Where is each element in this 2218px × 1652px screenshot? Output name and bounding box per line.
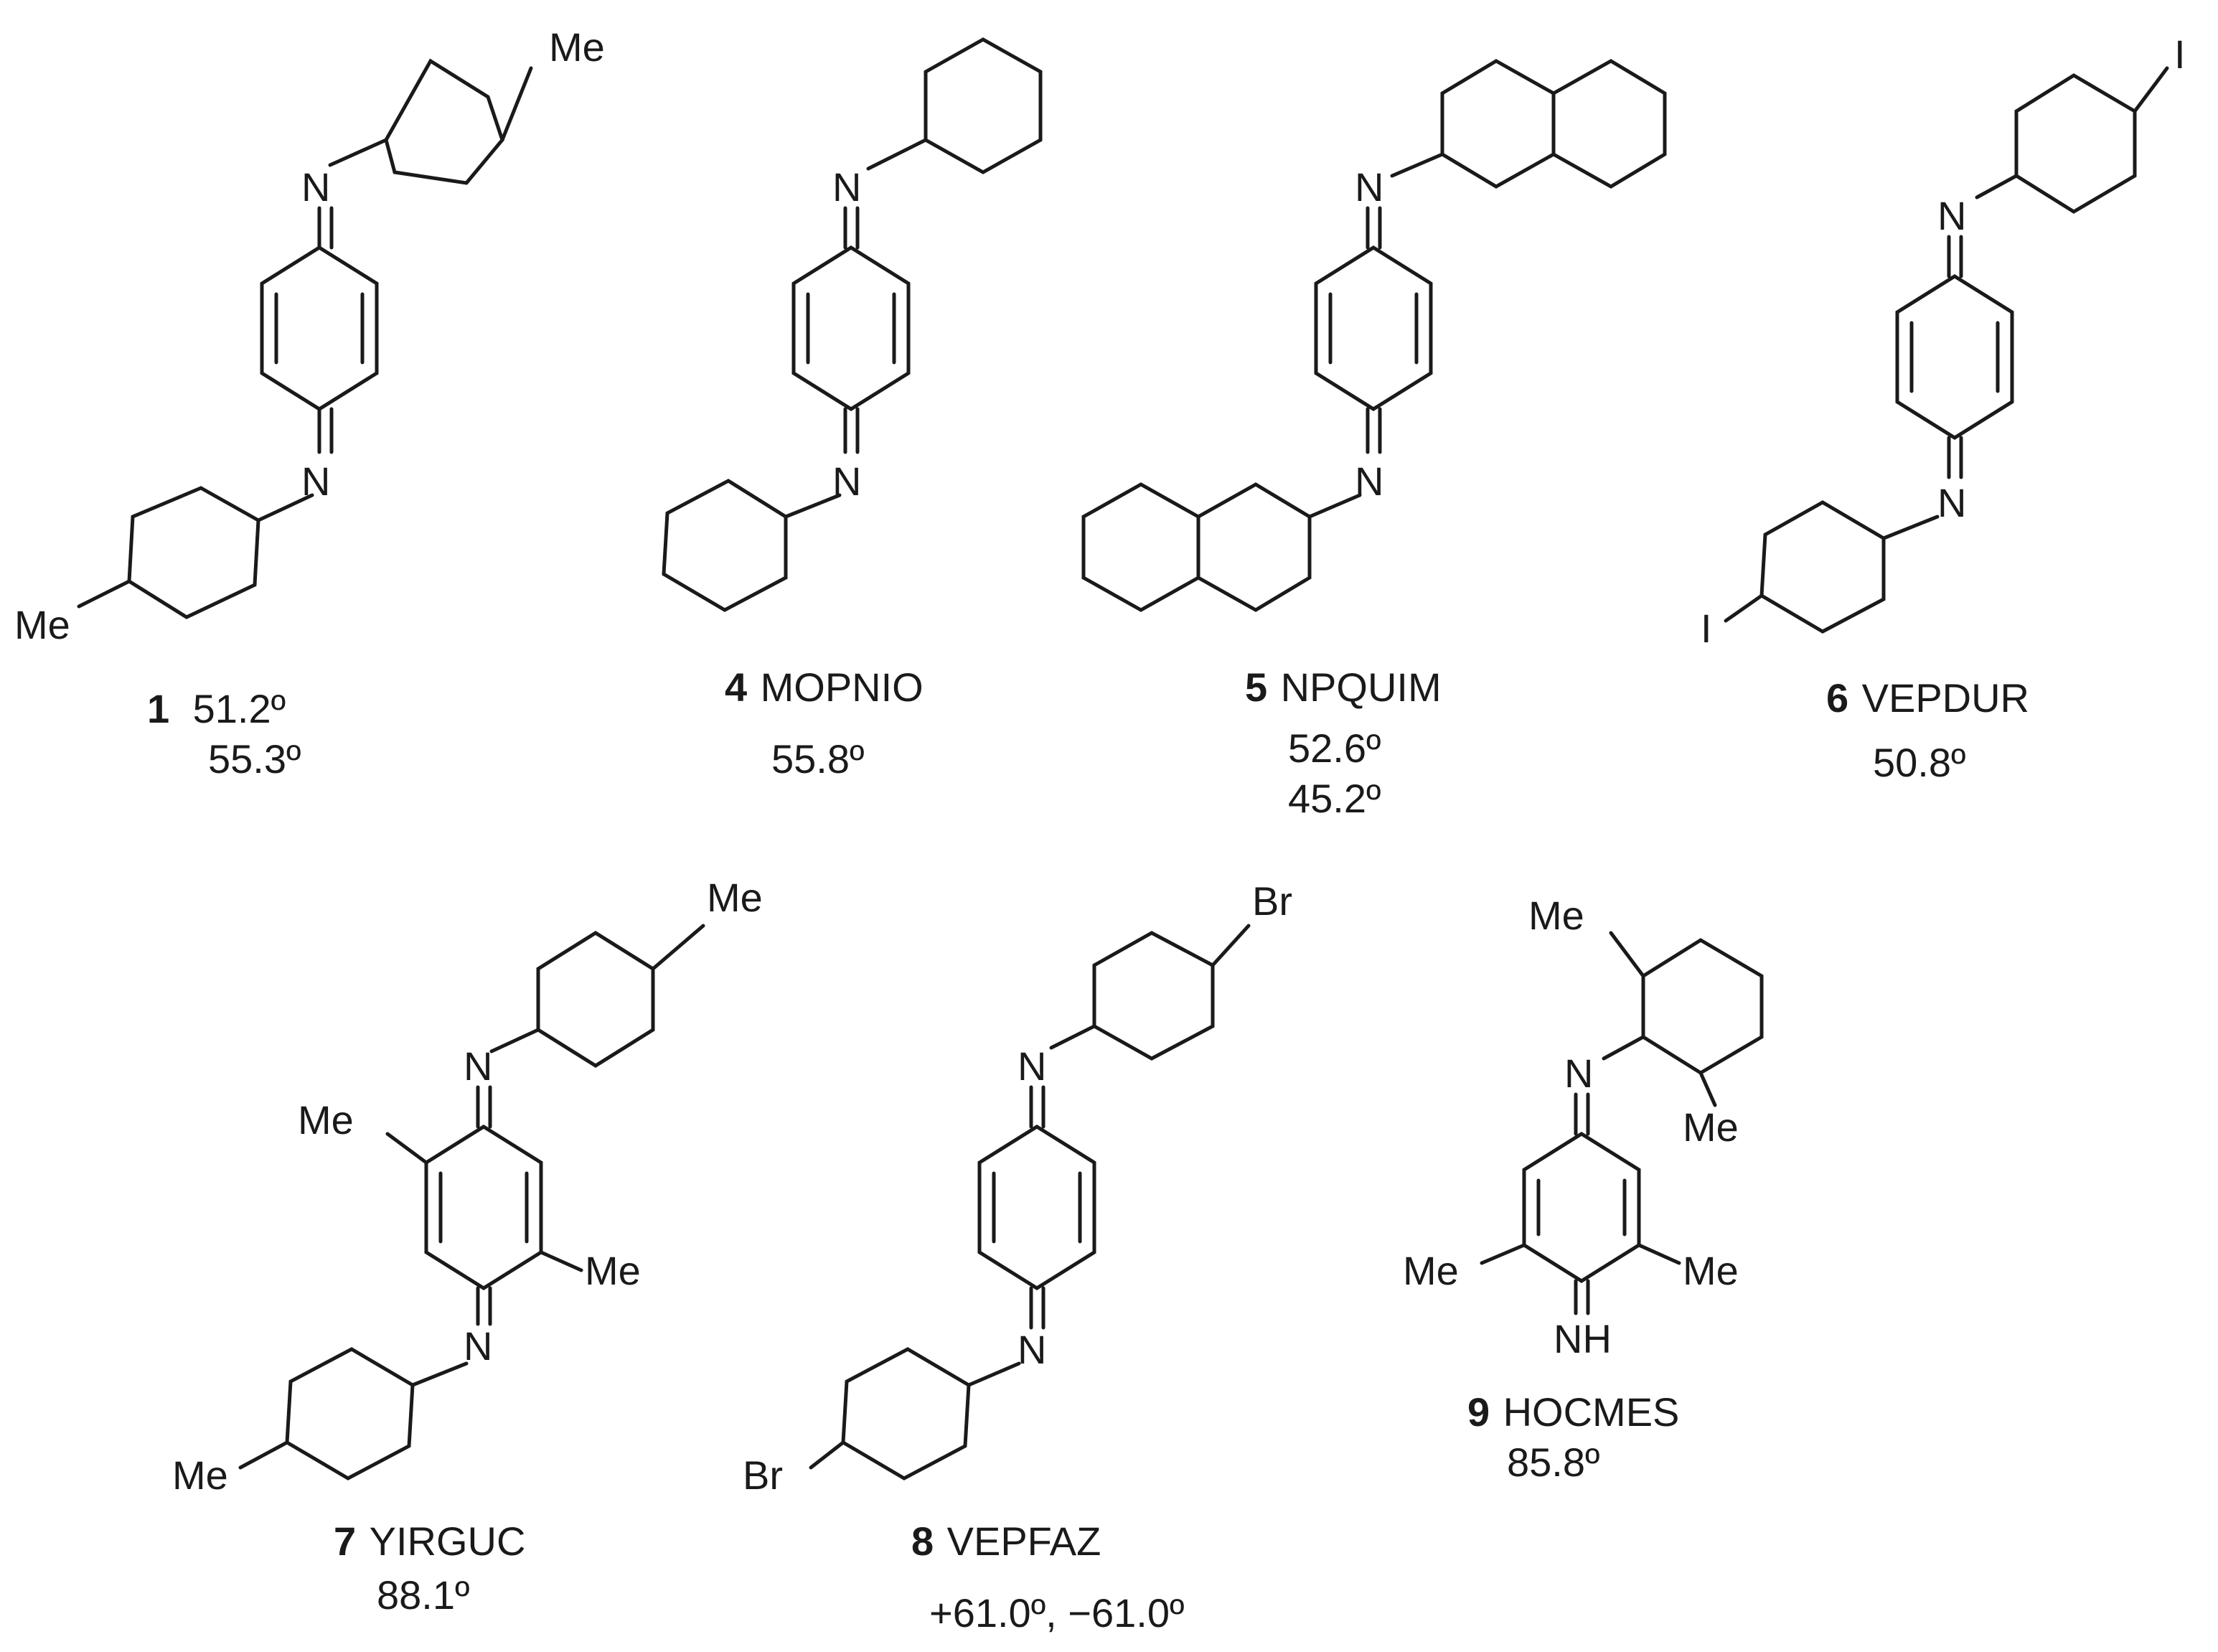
structure-1-bonds — [77, 58, 533, 619]
structure-6-top-N: N — [1937, 193, 1966, 238]
caption-6-angle: 50.8º — [1873, 740, 1966, 785]
structure-6-bottom-iodo: I — [1701, 606, 1712, 651]
caption-5-number: 5 — [1245, 665, 1268, 710]
structure-4-top-N: N — [832, 164, 861, 210]
structure-7-top-N: N — [464, 1043, 492, 1089]
caption-7-angle: 88.1º — [377, 1572, 470, 1618]
structure-9-aryl-me-bottom: Me — [1683, 1104, 1739, 1150]
caption-4-number: 4 — [725, 665, 748, 710]
structure-9: Me N Me Me Me NH — [1403, 893, 1764, 1361]
caption-1-number: 1 — [147, 686, 170, 731]
caption-8-angles: +61.0º, −61.0º — [929, 1590, 1185, 1635]
structure-5-bottom-N: N — [1355, 459, 1383, 504]
structure-9-aryl-me-top: Me — [1528, 893, 1584, 938]
caption-7: 7 YIRGUC — [334, 1521, 525, 1562]
caption-7-number: 7 — [334, 1519, 357, 1564]
structure-5-bonds — [1081, 59, 1667, 612]
structure-8-bonds — [809, 924, 1251, 1480]
caption-8: 8 VEPFAZ — [911, 1521, 1101, 1562]
structure-4-bottom-N: N — [832, 459, 861, 504]
caption-5-angle-2: 45.2º — [1288, 776, 1381, 821]
structure-7-top-me: Me — [707, 875, 763, 920]
caption-6: 6 VEPDUR — [1826, 678, 2029, 718]
structure-4: N N — [662, 37, 1043, 612]
structure-8-top-br: Br — [1252, 878, 1292, 924]
structure-8-top-N: N — [1018, 1043, 1046, 1089]
caption-6-number: 6 — [1826, 675, 1849, 721]
structure-6-bottom-N: N — [1937, 480, 1966, 525]
structure-9-imine-NH: NH — [1554, 1316, 1612, 1361]
caption-8-code: VEPFAZ — [946, 1519, 1101, 1564]
caption-7-code: YIRGUC — [369, 1519, 526, 1564]
caption-9: 9 HOCMES — [1467, 1392, 1679, 1432]
structure-5-top-N: N — [1355, 164, 1383, 210]
caption-9-angle: 85.8º — [1507, 1440, 1600, 1485]
structure-1: N N Me Me — [14, 24, 605, 647]
structure-8-bottom-br: Br — [743, 1452, 783, 1498]
caption-4-angle: 55.8º — [771, 736, 865, 782]
structure-9-ring-me-right: Me — [1683, 1248, 1739, 1293]
structure-7-bottom-me: Me — [172, 1452, 228, 1498]
structure-9-ring-me-left: Me — [1403, 1248, 1459, 1293]
structure-7-ring-me-left: Me — [298, 1097, 354, 1142]
structure-6: N N I I — [1701, 32, 2186, 651]
structure-6-bonds — [1724, 66, 2169, 634]
structure-8: N N Br Br — [743, 878, 1292, 1498]
structure-8-bottom-N: N — [1018, 1327, 1046, 1372]
structure-1-bottom-me: Me — [14, 602, 70, 647]
caption-4: 4 MOPNIO — [725, 667, 924, 708]
structure-7-bottom-N: N — [464, 1323, 492, 1369]
caption-8-number: 8 — [911, 1519, 934, 1564]
caption-4-code: MOPNIO — [760, 665, 924, 710]
caption-9-code: HOCMES — [1503, 1389, 1680, 1435]
caption-5-code: NPQUIM — [1280, 665, 1442, 710]
structure-5: N N — [1081, 59, 1667, 612]
structure-1-bottom-N: N — [301, 459, 330, 504]
structure-7-bonds — [238, 924, 705, 1480]
caption-1-angle-1: 51.2º — [192, 686, 286, 731]
structure-6-top-iodo: I — [2174, 32, 2186, 77]
structure-9-bonds — [1480, 931, 1764, 1315]
structure-9-top-N: N — [1564, 1051, 1593, 1096]
caption-6-code: VEPDUR — [1861, 675, 2029, 721]
caption-1: 1 51.2º — [147, 689, 286, 729]
caption-9-number: 9 — [1467, 1389, 1490, 1435]
caption-1-angle-2: 55.3º — [208, 736, 301, 782]
structure-4-bonds — [662, 37, 1043, 612]
structure-7-ring-me-right: Me — [585, 1248, 641, 1293]
structure-1-top-N: N — [301, 164, 330, 210]
structure-7: N N Me Me Me Me — [172, 875, 763, 1498]
caption-5: 5 NPQUIM — [1245, 667, 1442, 708]
caption-5-angle-1: 52.6º — [1288, 726, 1381, 771]
structure-1-top-me: Me — [549, 24, 605, 70]
